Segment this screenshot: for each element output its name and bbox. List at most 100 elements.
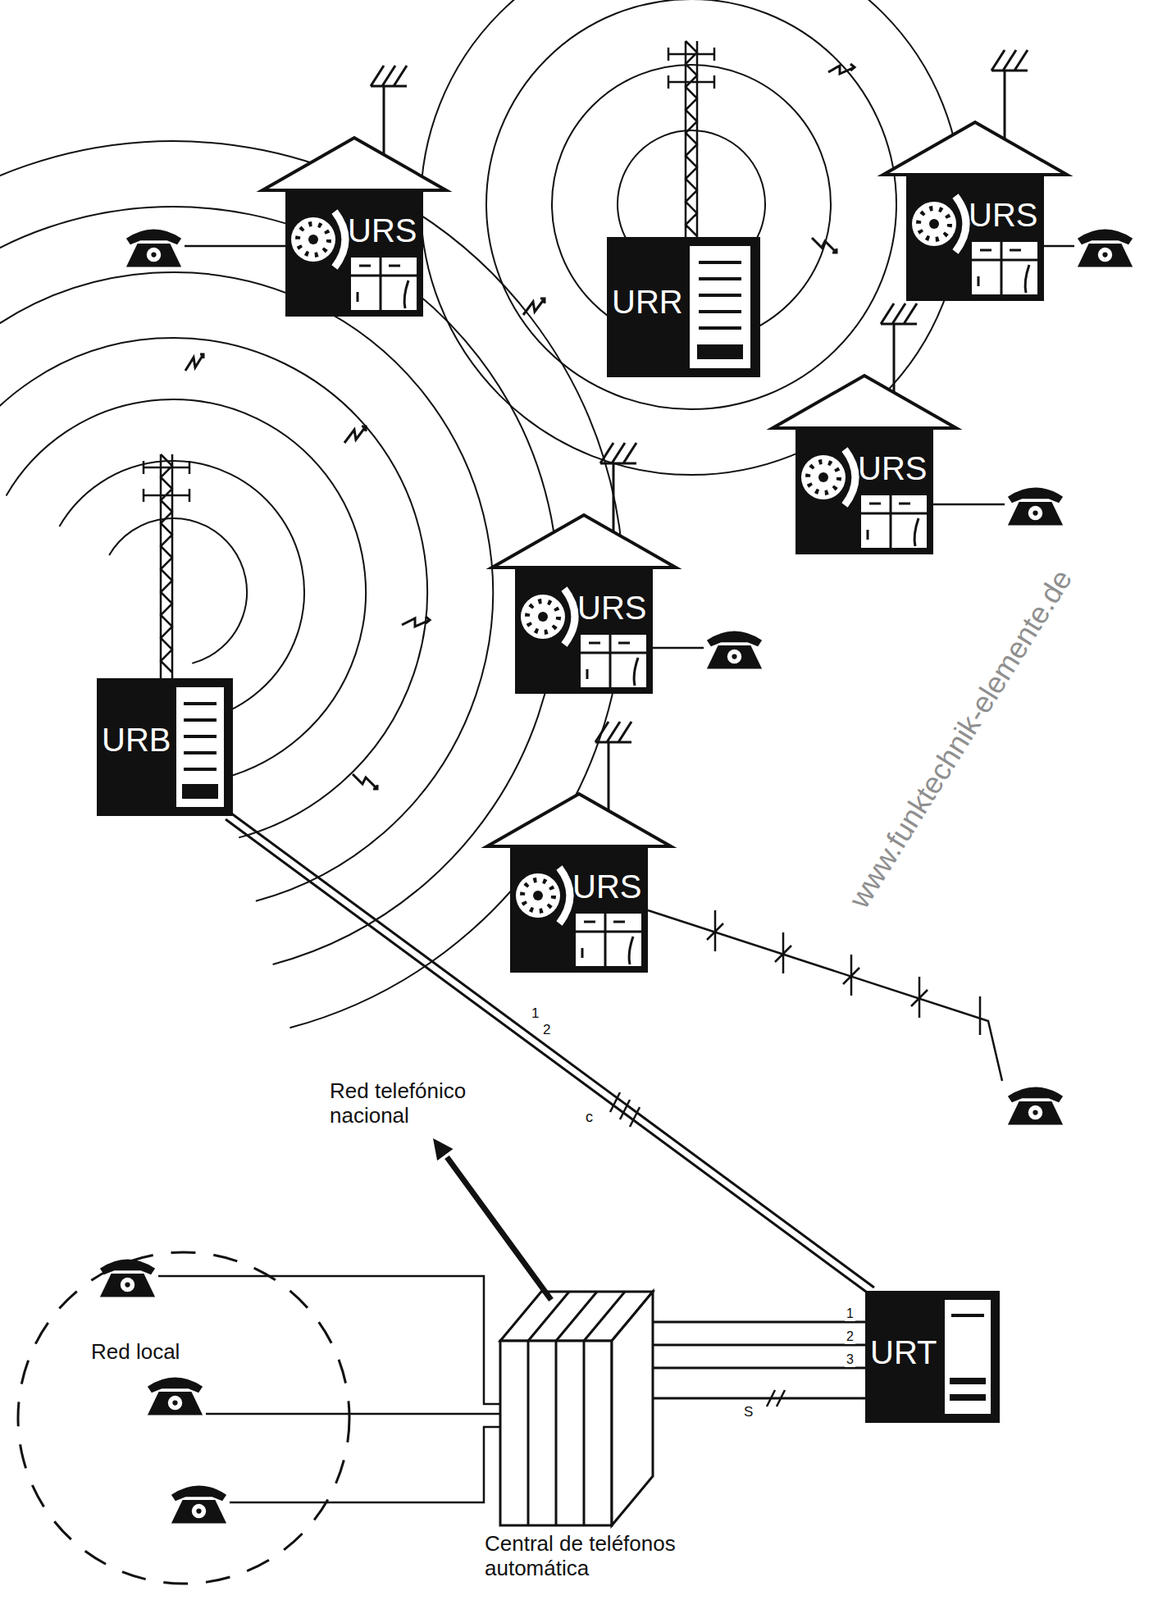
unit-label: URS (577, 588, 647, 627)
trunk-line (652, 1367, 866, 1370)
radio-unit-part (951, 1313, 985, 1318)
phone-wire (158, 246, 1075, 1503)
lightning-bolt-part (185, 354, 204, 371)
repeater-unit: URR (606, 237, 761, 378)
radio-wave (486, 0, 897, 410)
wire-label: c (583, 1108, 595, 1126)
exchange: Central de teléfonos automática (500, 1291, 653, 1526)
wire-label: 1 (844, 1306, 856, 1322)
phone-wire-part (652, 647, 704, 650)
phone-wire-part (647, 910, 1003, 1081)
antenna-tower (668, 41, 715, 238)
radio-unit-part (697, 344, 744, 360)
subscriber-unit: URS (906, 173, 1044, 301)
telephone-part (126, 228, 182, 267)
network-arrow (433, 1138, 552, 1300)
lightning-bolt-part (344, 426, 366, 443)
radio-wave (109, 518, 247, 664)
radio-wave (0, 272, 493, 902)
cable-band (225, 812, 875, 1295)
cable-line (230, 812, 875, 1288)
exchange-cabinet-part (528, 1291, 625, 1526)
phone-wire-part (706, 910, 981, 1035)
radio-unit-part (183, 703, 217, 770)
radio-unit-part (943, 1299, 992, 1415)
unit-label: URR (611, 282, 684, 321)
phone-wire-part (1043, 245, 1075, 248)
subscriber-house-part (772, 303, 957, 555)
phone-wire-part (205, 1413, 501, 1416)
subscriber-unit: URS (795, 426, 934, 555)
cable-line (225, 819, 870, 1295)
radio-unit-part (949, 1377, 986, 1385)
unit-label: URS (968, 196, 1038, 234)
unit-label: URS (857, 449, 927, 488)
telephone (100, 228, 1133, 1523)
subscriber-house-part (883, 50, 1067, 301)
radio-unit-part (606, 237, 761, 378)
network-arrow-part (446, 1157, 552, 1300)
telephone-part (100, 1258, 155, 1297)
telephone-part (1007, 1086, 1063, 1125)
cable-tick (610, 1092, 785, 1407)
radio-unit-part (949, 1394, 986, 1401)
antenna-tower (143, 454, 190, 679)
wire-label: 3 (844, 1352, 856, 1368)
phone-wire-part (229, 1426, 501, 1503)
subscriber-house (262, 50, 1067, 973)
phone-wire-part (184, 245, 286, 248)
lightning-bolt-part (352, 774, 378, 789)
telephone-part (147, 1376, 203, 1415)
telephone-part (1077, 228, 1133, 267)
radio-waves (0, 0, 962, 1028)
terminal-unit: URT (865, 1290, 1000, 1423)
exchange-cabinet-part (611, 1291, 653, 1526)
subscriber-house-part (262, 65, 447, 317)
unit-label: Red local (91, 1340, 180, 1365)
local-network: Red local (15, 1249, 352, 1587)
trunk-line (652, 1397, 866, 1400)
radio-unit-part (96, 678, 233, 816)
wire-label: 2 (541, 1021, 552, 1039)
trunk-line (652, 1321, 866, 1324)
wire-label: 2 (844, 1329, 856, 1345)
subscriber-unit: URS (515, 565, 653, 694)
radio-unit-part (182, 784, 219, 799)
phone-wire-part (933, 503, 1005, 507)
wire-label: Red telefónico nacional (328, 1079, 508, 1129)
unit-label: URB (101, 720, 171, 759)
wire-label: S (742, 1404, 755, 1421)
radio-wave (0, 206, 559, 965)
lightning-bolt-part (811, 237, 837, 253)
dashed-boundary (15, 1249, 352, 1587)
trunk-line (652, 1344, 866, 1347)
radio-unit-part (698, 262, 742, 329)
radio-unit-part (175, 686, 225, 808)
radio-wave (6, 399, 367, 779)
lightning-bolt-part (828, 63, 855, 74)
lightning-bolt-part (523, 298, 545, 315)
radio-wave (0, 337, 428, 838)
dashed-boundary (18, 1252, 350, 1584)
unit-label: Central de teléfonos automática (484, 1531, 731, 1582)
watermark: www.funktechnik-elemente.de (841, 561, 1081, 916)
exchange-cabinet (500, 1291, 653, 1526)
telephone-part (1007, 487, 1063, 525)
wire-label: 1 (529, 1005, 541, 1022)
unit-label: URS (347, 211, 417, 250)
subscriber-unit: URS (510, 844, 648, 973)
subscriber-house-part (492, 442, 676, 694)
subscriber-unit: URS (285, 188, 424, 317)
radio-unit-part (865, 1290, 1000, 1423)
trunk-lines (652, 1321, 866, 1399)
radio-unit (96, 237, 1000, 1423)
subscriber-house-part (487, 721, 671, 973)
unit-label: URS (572, 867, 642, 906)
telephone-part (706, 630, 762, 669)
radio-unit-part (688, 245, 752, 370)
base-unit: URB (96, 678, 233, 816)
lightning-bolt-part (401, 616, 430, 627)
lightning-bolt (185, 63, 855, 789)
